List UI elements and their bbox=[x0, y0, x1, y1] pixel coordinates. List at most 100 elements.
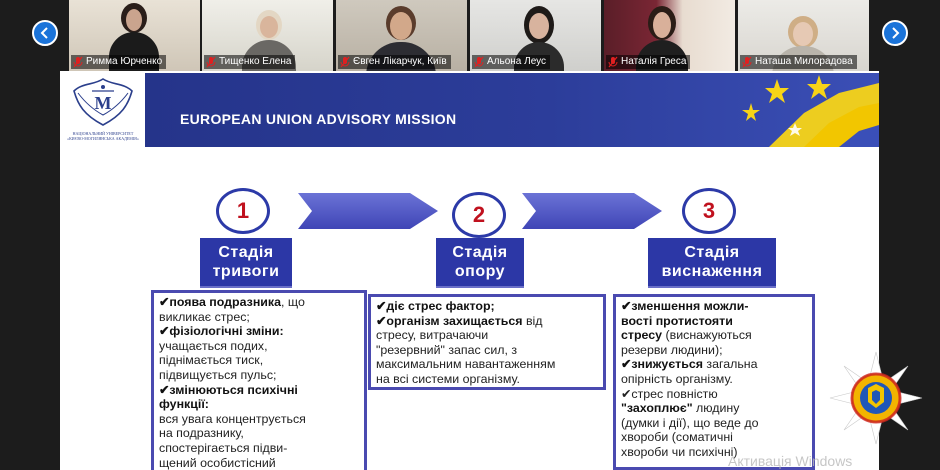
previous-page-button[interactable] bbox=[32, 20, 58, 46]
participant-tile[interactable]: Тищенко Елена bbox=[202, 0, 333, 71]
stage-description-line: спостерігається підви- bbox=[159, 441, 359, 456]
regional-emblem-icon bbox=[829, 351, 923, 445]
stage-description-line: вості протистояти bbox=[621, 314, 807, 329]
stage-description-line: "резервний" запас сил, з bbox=[376, 343, 598, 358]
stage-description-line: ✔зменшення можли- bbox=[621, 299, 807, 314]
stage-description-text: хвороби (соматичні bbox=[621, 430, 733, 445]
stage-description-text: "резервний" запас сил, з bbox=[376, 342, 518, 357]
stage-description-line: хвороби (соматичні bbox=[621, 430, 807, 445]
banner-title: EUROPEAN UNION ADVISORY MISSION bbox=[180, 111, 457, 127]
stage-title-line: виснаження bbox=[661, 263, 763, 280]
stage-description-line: на подразнику, bbox=[159, 426, 359, 441]
stage-title: Стадія тривоги bbox=[200, 238, 292, 288]
stage-description-bold-text: "захоплює" bbox=[621, 401, 693, 416]
muted-mic-icon bbox=[206, 56, 216, 68]
stage-description-bold-text: ✔фізіологічні зміни: bbox=[159, 324, 284, 339]
stage-description-line: піднімається тиск, bbox=[159, 353, 359, 368]
stage-description-text: (виснажуються bbox=[662, 328, 752, 343]
participant-tile[interactable]: Римма Юрченко bbox=[69, 0, 200, 71]
participant-name: Римма Юрченко bbox=[86, 56, 163, 67]
stage-number-badge: 1 bbox=[216, 188, 270, 234]
stage-description-line: резерви людини); bbox=[621, 343, 807, 358]
university-logo-caption: НАЦІОНАЛЬНИЙ УНІВЕРСИТЕТ «КИЄВО-МОГИЛЯНС… bbox=[67, 131, 139, 141]
muted-mic-icon bbox=[340, 56, 350, 68]
slide-banner: М НАЦІОНАЛЬНИЙ УНІВЕРСИТЕТ «КИЄВО-МОГИЛЯ… bbox=[60, 71, 879, 147]
participant-face bbox=[126, 9, 142, 31]
stage-description-line: на всі системи організму. bbox=[376, 372, 598, 387]
stage-title-line: тривоги bbox=[212, 263, 280, 280]
stage-description-bold-text: ✔організм захищається bbox=[376, 313, 523, 328]
stage-description-text: хвороби чи психічні) bbox=[621, 444, 738, 459]
stage-description-line: "захоплює" людину bbox=[621, 401, 807, 416]
stage-description-bold-text: вості протистояти bbox=[621, 313, 733, 328]
stage-description-text: ✔стрес повністю bbox=[621, 386, 718, 401]
participant-tile[interactable]: Наталія Греса bbox=[604, 0, 735, 71]
svg-text:М: М bbox=[95, 93, 112, 113]
participant-name: Альона Леус bbox=[487, 56, 547, 67]
stage-description-text: вся увага концентрується bbox=[159, 411, 306, 426]
stage-description-text: опірність організму. bbox=[621, 371, 733, 386]
stage-description-text: резерви людини); bbox=[621, 342, 723, 357]
windows-activation-watermark: Активація Windows bbox=[728, 453, 853, 469]
participant-face bbox=[529, 13, 549, 39]
stage-description-text: підвищується пульс; bbox=[159, 367, 277, 382]
stage-description-line: ✔знижується загальна bbox=[621, 357, 807, 372]
stage-title-line: Стадія bbox=[218, 244, 274, 261]
stage-number-badge: 3 bbox=[682, 188, 736, 234]
shared-screen-slide: М НАЦІОНАЛЬНИЙ УНІВЕРСИТЕТ «КИЄВО-МОГИЛЯ… bbox=[60, 71, 879, 470]
stage-description-line: максимальним навантаженням bbox=[376, 357, 598, 372]
arrow-right-icon bbox=[522, 193, 662, 229]
stage-description-text: на подразнику, bbox=[159, 426, 244, 441]
stage-description-text: на всі системи організму. bbox=[376, 371, 520, 386]
stage-title-line: опору bbox=[454, 263, 506, 280]
participant-name-bar: Римма Юрченко bbox=[71, 55, 167, 69]
stage-description-line: функції: bbox=[159, 397, 359, 412]
stage-description-line: ✔фізіологічні зміни: bbox=[159, 324, 359, 339]
muted-mic-icon bbox=[608, 56, 618, 68]
arrow-right-icon bbox=[298, 193, 438, 229]
stage-description-line: щений особистісний bbox=[159, 456, 359, 470]
participant-tile[interactable]: Альона Леус bbox=[470, 0, 601, 71]
eu-stars-graphic bbox=[742, 75, 879, 147]
stage-description-line: стресу, витрачаючи bbox=[376, 328, 598, 343]
stage-title: Стадія виснаження bbox=[648, 238, 776, 288]
stage-description-text: загальна bbox=[702, 357, 758, 372]
chevron-right-icon bbox=[892, 27, 900, 39]
stage-description-box: ✔діє стрес фактор;✔організм захищається … bbox=[368, 294, 606, 390]
stage-description-bold-text: стресу bbox=[621, 328, 663, 343]
participant-name: Євген Лікарчук, Київ bbox=[353, 56, 447, 67]
stage-description-bold-text: ✔знижується bbox=[621, 357, 703, 372]
muted-mic-icon bbox=[474, 56, 484, 68]
participant-name: Тищенко Елена bbox=[219, 56, 292, 67]
stage-description-bold-text: ✔діє стрес фактор; bbox=[376, 299, 495, 313]
stage-description-line: ✔змінюються психічні bbox=[159, 383, 359, 398]
stage-description-bold-text: ✔змінюються психічні bbox=[159, 382, 298, 397]
stage-description-line: ✔стрес повністю bbox=[621, 387, 807, 402]
participant-name-bar: Наталія Греса bbox=[606, 55, 691, 69]
stage-description-line: ✔організм захищається від bbox=[376, 314, 598, 329]
university-logo-icon: М bbox=[73, 78, 133, 126]
eu-mission-band: EUROPEAN UNION ADVISORY MISSION bbox=[145, 73, 879, 147]
stage-description-line: викликає стрес; bbox=[159, 310, 359, 325]
stage-description-text: спостерігається підви- bbox=[159, 440, 288, 455]
participant-tile[interactable]: Наташа Милорадова bbox=[738, 0, 869, 71]
participants-strip: Римма Юрченко Тищенко Елена Євген Лікарч… bbox=[0, 0, 940, 71]
stage-description-line: хвороби чи психічні) bbox=[621, 445, 807, 460]
participant-name-bar: Євген Лікарчук, Київ bbox=[338, 55, 451, 69]
stage-description-line: ✔поява подразника, що bbox=[159, 295, 359, 310]
stage-title: Стадія опору bbox=[436, 238, 524, 288]
next-page-button[interactable] bbox=[882, 20, 908, 46]
participant-tile[interactable]: Євген Лікарчук, Київ bbox=[336, 0, 467, 71]
stage-description-line: учащається подих, bbox=[159, 339, 359, 354]
stage-description-text: , що bbox=[281, 295, 305, 309]
stage-description-line: опірність організму. bbox=[621, 372, 807, 387]
stage-description-line: підвищується пульс; bbox=[159, 368, 359, 383]
stage-description-text: максимальним навантаженням bbox=[376, 357, 556, 372]
participant-name: Наташа Милорадова bbox=[755, 56, 853, 67]
stage-description-text: від bbox=[522, 313, 543, 328]
stage-description-bold-text: ✔зменшення можли- bbox=[621, 299, 749, 313]
stage-description-text: щений особистісний bbox=[159, 455, 276, 470]
stage-description-text: учащається подих, bbox=[159, 338, 268, 353]
muted-mic-icon bbox=[73, 56, 83, 68]
